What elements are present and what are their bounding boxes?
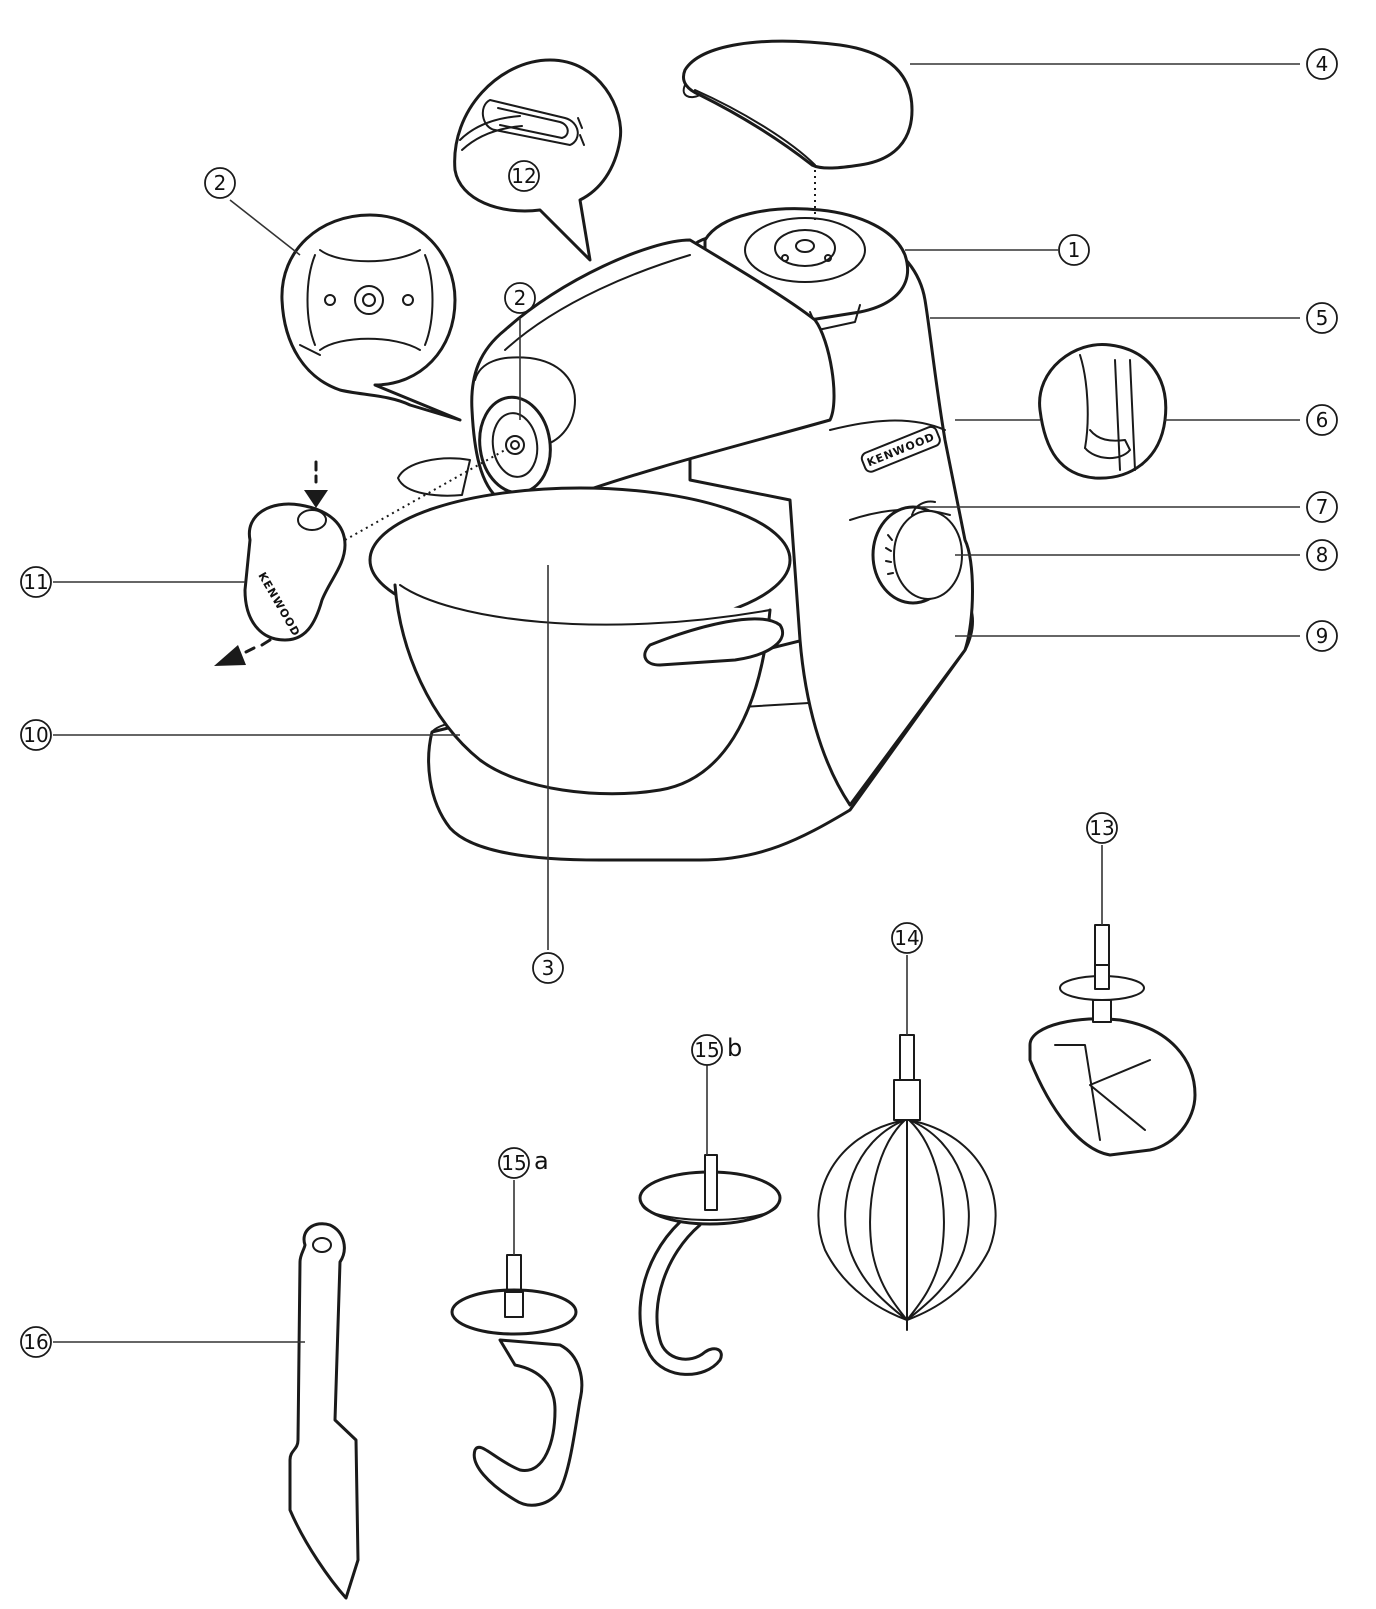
top-outlet-socket: [774, 229, 836, 267]
zoom-cable-storage: [453, 58, 623, 262]
callout-11: 11: [20, 566, 52, 598]
callout-10: 10: [20, 719, 52, 751]
whisk: [817, 1034, 997, 1331]
callout-9: 9: [1306, 620, 1338, 652]
dial-ticks: [885, 534, 894, 575]
body-side-panel: [829, 419, 946, 431]
svg-text:14: 14: [894, 926, 919, 950]
cable-slot: [481, 99, 579, 146]
callout-13: 13: [1086, 812, 1118, 844]
dough-hook-a: [450, 1254, 584, 1507]
svg-text:a: a: [534, 1147, 549, 1175]
svg-text:4: 4: [1316, 52, 1329, 76]
head-crease: [504, 254, 691, 351]
mixer-illustration: KENWOOD: [368, 207, 974, 862]
zoom-front-socket: [280, 213, 462, 422]
svg-text:11: 11: [23, 570, 48, 594]
cover-insert-guide: [344, 449, 506, 541]
cover-release-button: [297, 509, 327, 531]
svg-text:16: 16: [23, 1330, 48, 1354]
callout-15a: 15 a: [498, 1147, 549, 1179]
top-outlet-drive: [795, 239, 815, 253]
leader-lines: [53, 63, 1300, 1343]
callout-6: 6: [1306, 404, 1338, 436]
svg-text:13: 13: [1089, 816, 1114, 840]
svg-text:9: 9: [1316, 624, 1329, 648]
front-outlet-cover: KENWOOD: [214, 460, 347, 666]
pull-arrow-icon: [214, 645, 246, 666]
svg-text:8: 8: [1316, 543, 1329, 567]
svg-text:3: 3: [542, 956, 555, 980]
svg-text:5: 5: [1316, 306, 1329, 330]
spatula: [288, 1222, 360, 1600]
svg-text:10: 10: [23, 723, 48, 747]
callout-7: 7: [1306, 491, 1338, 523]
bowl-handle: [643, 617, 784, 667]
zoom-lever: [1038, 342, 1168, 480]
callout-1: 1: [1058, 234, 1090, 266]
k-beater: [1028, 924, 1197, 1157]
svg-text:12: 12: [511, 164, 536, 188]
svg-text:b: b: [727, 1034, 742, 1062]
tilt-release-lever: [911, 500, 936, 516]
svg-text:7: 7: [1316, 495, 1329, 519]
press-arrow-icon: [304, 490, 328, 508]
outlet-cover: [682, 39, 914, 170]
callout-3: 3: [532, 952, 564, 984]
power-cable: [459, 115, 521, 141]
svg-text:6: 6: [1316, 408, 1329, 432]
svg-text:2: 2: [214, 171, 227, 195]
svg-text:15: 15: [694, 1038, 719, 1062]
dough-hook-b: [638, 1154, 782, 1376]
bowl-lip-shadow: [399, 584, 771, 626]
callout-5: 5: [1306, 302, 1338, 334]
speed-control-dial: [871, 505, 963, 605]
callout-2-head: 2: [504, 282, 536, 314]
callout-12: 12: [508, 160, 540, 192]
svg-text:15: 15: [501, 1151, 526, 1175]
callout-2-zoom: 2: [204, 167, 236, 199]
svg-text:1: 1: [1068, 238, 1081, 262]
callout-4: 4: [1306, 48, 1338, 80]
svg-text:2: 2: [514, 286, 527, 310]
callout-16: 16: [20, 1326, 52, 1358]
pull-arrow-dash: [244, 638, 272, 654]
splash-guard-tab: [397, 457, 471, 497]
callout-14: 14: [891, 922, 923, 954]
callout-15b: 15 b: [691, 1034, 742, 1066]
callout-8: 8: [1306, 539, 1338, 571]
